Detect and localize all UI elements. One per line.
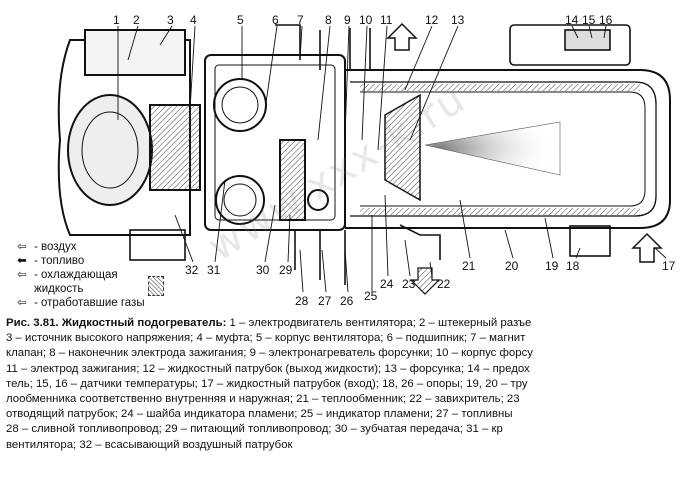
callout-leaders-bottom [174,179,667,293]
callout-numbers-top: 1 2 3 4 5 6 7 8 9 10 11 12 13 14 15 16 [113,13,613,27]
callout-13: 13 [451,13,465,27]
fuel-arrow-icon: ⬅ [17,255,27,267]
callout-26: 26 [340,294,354,308]
burner-cone [384,93,421,202]
callout-31: 31 [207,263,221,277]
air-arrow-icon: ⇦ [17,241,27,253]
caption-line-9: вентилятора; 32 – всасывающий воздушный … [6,438,293,451]
figure-caption: Рис. 3.81. Жидкостный подогреватель: 1 –… [6,316,696,453]
outer-tube-hatch [360,208,640,215]
legend-label-coolant-cont: жидкость [34,283,84,295]
legend-item-exhaust: ⇦ - отработавшие газы [14,297,145,310]
heater-diagram: 1 2 3 4 5 6 7 8 9 10 11 12 13 14 15 16 3… [57,13,676,308]
callout-21: 21 [462,259,476,273]
caption-line-5: тель; 15, 16 – датчики температуры; 17 –… [6,377,528,390]
callout-11: 11 [380,13,393,27]
callout-14: 14 [565,13,579,27]
callout-30: 30 [256,263,270,277]
bottom-pipes [129,224,611,285]
callout-32: 32 [185,263,199,277]
caption-line-4: 11 – электрод зажигания; 12 – жидкостный… [6,362,530,375]
callout-5: 5 [237,13,244,27]
caption-line-3: клапан; 8 – наконечник электрода зажиган… [6,347,533,360]
inner-tube-hatch [360,84,640,91]
callout-25: 25 [364,289,378,303]
callout-22: 22 [437,277,451,291]
callout-15: 15 [582,13,596,27]
legend-label-coolant: - охлаждающая [34,269,118,281]
callout-2: 2 [133,13,140,27]
legend-item-coolant: ⇦ - охлаждающая [14,269,118,282]
caption-line-6: лообменника соответственно внутренняя и … [6,393,520,406]
legend-item-fuel: ⬅ - топливо [14,255,84,268]
callout-6: 6 [272,13,279,27]
callout-27: 27 [318,294,332,308]
legend-label-air: - воздух [34,241,77,253]
legend-item-air: ⇦ - воздух [14,241,77,254]
top-fittings [275,24,631,70]
callout-8: 8 [325,13,332,27]
caption-line-2: 3 – источник высокого напряжения; 4 – му… [6,332,526,345]
callout-3: 3 [167,13,174,27]
callout-19: 19 [545,259,559,273]
legend-label-exhaust: - отработавшие газы [34,297,145,309]
callout-24: 24 [380,277,394,291]
callout-29: 29 [279,263,293,277]
callout-12: 12 [425,13,439,27]
legend-item-coolant-cont: жидкость [34,283,83,296]
coolant-swatch-icon [148,276,164,296]
caption-line-7: отводящий патрубок; 24 – шайба индикатор… [6,408,513,421]
coolant-arrow-icon: ⇦ [17,269,27,281]
callout-20: 20 [505,259,519,273]
callout-leaders-top [117,25,607,151]
callout-16: 16 [599,13,613,27]
caption-title: Рис. 3.81. Жидкостный подогреватель: [6,317,227,329]
caption-line-8: 28 – сливной топливопровод; 29 – питающи… [6,423,503,436]
callout-18: 18 [566,259,580,273]
inlet-arrow-icon [631,232,663,263]
callout-17: 17 [662,259,676,273]
callout-9: 9 [344,13,351,27]
outlet-arrow-icon [386,22,418,51]
callout-10: 10 [359,13,373,27]
callout-23: 23 [402,277,416,291]
callout-numbers-bottom: 32 31 30 29 28 27 26 25 24 23 22 21 20 1… [185,259,676,308]
callout-4: 4 [190,13,197,27]
caption-text-1: 1 – электродвигатель вентилятора; 2 – шт… [226,317,532,329]
callout-7: 7 [297,13,304,27]
fan-motor [57,29,201,236]
exhaust-arrow-icon: ⇦ [17,297,27,309]
caption-line-1: Рис. 3.81. Жидкостный подогреватель: 1 –… [6,316,696,331]
callout-1: 1 [113,13,120,27]
legend-label-fuel: - топливо [34,255,85,267]
flame-cone [424,121,561,176]
callout-28: 28 [295,294,309,308]
